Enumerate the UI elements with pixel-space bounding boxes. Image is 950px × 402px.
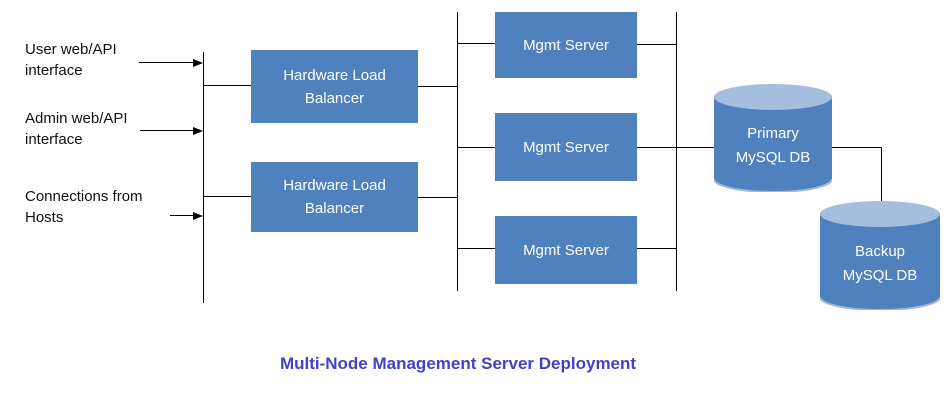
mgmt-server-1-node: Mgmt Server: [495, 12, 637, 78]
label-user-web-api-interface: User web/API interface: [25, 41, 117, 79]
connector-bus2-to-mgmt-server-3: [457, 248, 495, 250]
mgmt-server-2-node: Mgmt Server: [495, 113, 637, 181]
load-balancer-2-node: Hardware Load Balancer: [251, 162, 418, 232]
connector-mgmt-server-3-to-bus3: [637, 248, 677, 250]
load-balancer-1-node: Hardware Load Balancer: [251, 50, 418, 123]
diagram-title: Multi-Node Management Server Deployment: [279, 354, 637, 373]
arrow-right-icon: [140, 130, 193, 132]
mgmt-server-bus-line: [676, 12, 678, 291]
arrow-right-icon: [139, 62, 193, 64]
connector-mgmt-server-1-to-bus3: [637, 44, 677, 46]
connector-bus2-to-mgmt-server-1: [457, 43, 495, 45]
connector-bus1-to-load-balancer-1: [203, 85, 251, 87]
connector-primary-db-to-backup-db-horizontal: [832, 147, 882, 149]
primary-db-label: Primary MySQL DB: [735, 125, 811, 166]
backup-db-cylinder: Backup MySQL DB: [820, 201, 940, 310]
label-connections-from-hosts: Connections from Hosts: [25, 188, 143, 226]
primary-db-cylinder: Primary MySQL DB: [714, 84, 832, 192]
load-balancer-bus-line: [457, 12, 459, 291]
connector-load-balancer-1-to-bus2: [418, 86, 458, 88]
connector-load-balancer-2-to-bus2: [418, 197, 458, 199]
database-cylinder-icon: [714, 84, 832, 192]
connector-primary-db-to-backup-db-vertical: [881, 147, 883, 212]
connector-mgmt-server-2-to-primary-db: [637, 147, 714, 149]
label-admin-web-api-interface: Admin web/API interface: [25, 110, 128, 148]
backup-db-label: Backup MySQL DB: [842, 242, 918, 284]
database-cylinder-icon: [820, 201, 940, 310]
connector-bus1-to-load-balancer-2: [203, 196, 251, 198]
input-bus-line: [203, 52, 205, 303]
mgmt-server-3-node: Mgmt Server: [495, 216, 637, 284]
connector-bus2-to-mgmt-server-2: [457, 147, 495, 149]
arrow-right-icon: [170, 215, 193, 217]
